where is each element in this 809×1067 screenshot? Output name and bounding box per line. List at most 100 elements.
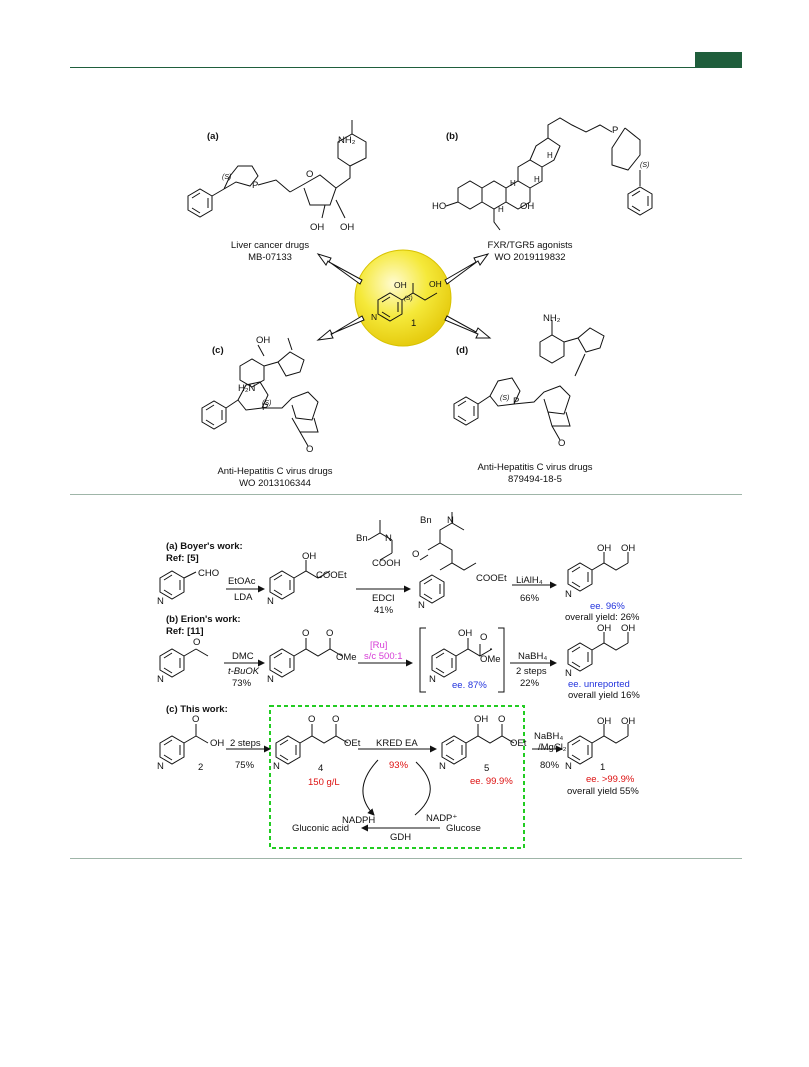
row-a-n1: N: [157, 596, 164, 607]
row-c-oet1: OEt: [344, 738, 361, 749]
row-c-oh: OH: [210, 738, 225, 749]
row-a-bn2: Bn: [420, 515, 432, 526]
header-tab: [695, 52, 742, 67]
row-a-bn1: Bn: [356, 533, 368, 544]
panel-b-s: (S): [640, 162, 650, 169]
row-c-n3: N: [439, 761, 446, 772]
row-b-prod-oh1: OH: [597, 623, 612, 634]
row-b-ome2: OMe: [480, 654, 501, 665]
row-a-step3-top: LiAlH₄: [516, 575, 543, 586]
row-b-step3-top: NaBH₄: [518, 651, 548, 662]
row-a-step2-bottom1: EDCI: [372, 593, 395, 604]
row-c-n1: N: [157, 761, 164, 772]
center-n: N: [371, 312, 378, 322]
row-a-n3: N: [418, 600, 425, 611]
row-a-n2: N: [267, 596, 274, 607]
row-b-n3: N: [429, 674, 436, 685]
row-a-ref: Ref: [5]: [166, 553, 199, 564]
row-c-o2: O: [308, 714, 316, 725]
panel-c-s: (S): [262, 400, 272, 407]
header-rule: [70, 67, 742, 68]
row-c-structures: [159, 724, 629, 816]
enzymatic-box: [269, 705, 525, 849]
panel-b-oh: OH: [520, 201, 535, 212]
row-a-overall: overall yield: 26%: [565, 612, 640, 623]
row-a-cho: CHO: [198, 568, 220, 579]
row-a-heading: (a) Boyer's work:: [166, 541, 243, 552]
panel-b-ho: HO: [432, 201, 447, 212]
panel-b-p: P: [612, 125, 619, 136]
row-b-step2-top1: [Ru]: [370, 640, 388, 651]
panel-a-caption: Liver cancer drugs: [230, 240, 310, 251]
row-a-prod-oh2: OH: [621, 543, 636, 554]
center-oh1: OH: [394, 280, 407, 290]
row-a-n-amine2: N: [447, 515, 454, 526]
row-b-prod-oh2: OH: [621, 623, 636, 634]
row-c-nadph: NADPH: [342, 815, 376, 826]
panel-a-oh2: OH: [340, 222, 355, 233]
row-a-cooet2: COOEt: [476, 573, 507, 584]
row-c-n2: N: [273, 761, 280, 772]
row-c-nadp: NADP⁺: [426, 813, 458, 824]
row-a-step2-bottom2: 41%: [374, 605, 394, 616]
panel-b-h1: H: [547, 151, 553, 160]
row-a-o: O: [412, 549, 420, 560]
row-b-ome1: OMe: [336, 652, 357, 663]
panel-b-tag: (b): [446, 131, 459, 142]
row-b-o3: O: [326, 628, 334, 639]
row-c-n4: N: [565, 761, 572, 772]
row-b-heading: (b) Erion's work:: [166, 614, 241, 625]
row-c-arrows: [226, 745, 563, 832]
row-c-glucose: Glucose: [446, 823, 481, 834]
panel-c-oh: OH: [256, 335, 271, 346]
panel-b-h4: H: [498, 205, 504, 214]
row-c-gdh: GDH: [390, 832, 412, 843]
row-b-ee: ee. 87%: [452, 680, 487, 691]
row-c-prod-oh1: OH: [597, 716, 612, 727]
row-a-cooet1: COOEt: [316, 570, 347, 581]
panel-a-oh1: OH: [310, 222, 325, 233]
panel-c-p: P: [262, 402, 269, 413]
row-c-kred: KRED EA: [376, 738, 418, 749]
row-a-n4: N: [565, 589, 572, 600]
center-highlight: [354, 249, 452, 347]
center-label: 1: [411, 318, 417, 329]
row-a-arrows: [226, 581, 557, 593]
row-c-oet2: OEt: [510, 738, 527, 749]
row-c-overall: overall yield 55%: [567, 786, 639, 797]
center-oh2: OH: [429, 279, 442, 289]
structure-c: [201, 337, 319, 447]
arrow-to-c: [316, 315, 365, 341]
row-a-cooh: COOH: [372, 558, 401, 569]
panel-a-o: O: [306, 169, 314, 180]
row-c-step1-top: 2 steps: [230, 738, 261, 749]
row-c-step3-top2: /MgCl₂: [538, 742, 567, 753]
panel-c-tag: (c): [212, 345, 224, 356]
arrow-to-a: [316, 253, 363, 285]
panel-a-nh2: NH₂: [338, 135, 356, 146]
row-b-step2-top2: s/c 500:1: [364, 651, 403, 662]
row-a-step3-bottom: 66%: [520, 593, 540, 604]
panel-a-code: MB-07133: [248, 252, 292, 263]
structure-a: [187, 120, 367, 219]
panel-c-o: O: [306, 444, 314, 455]
row-a-structures: [159, 512, 629, 604]
panel-b-h3: H: [510, 179, 516, 188]
row-c-o4: O: [498, 714, 506, 725]
row-b-oh: OH: [458, 628, 473, 639]
row-b-o1: O: [193, 637, 201, 648]
row-b-ref: Ref: [11]: [166, 626, 204, 637]
panel-d-nh2: NH₂: [543, 313, 561, 324]
panel-d-tag: (d): [456, 345, 469, 356]
row-b-step3-bottom2: 22%: [520, 678, 540, 689]
row-c-label2: 2: [198, 762, 204, 773]
row-b-o2: O: [302, 628, 310, 639]
row-b-step3-bottom1: 2 steps: [516, 666, 547, 677]
row-b-step1-top: DMC: [232, 651, 254, 662]
row-c-kred-yield: 93%: [389, 760, 409, 771]
row-a-prod-oh1: OH: [597, 543, 612, 554]
row-c-heading: (c) This work:: [166, 704, 228, 715]
panel-c-h2n: H₂N: [238, 383, 256, 394]
row-b-step1-bottom2: 73%: [232, 678, 252, 689]
